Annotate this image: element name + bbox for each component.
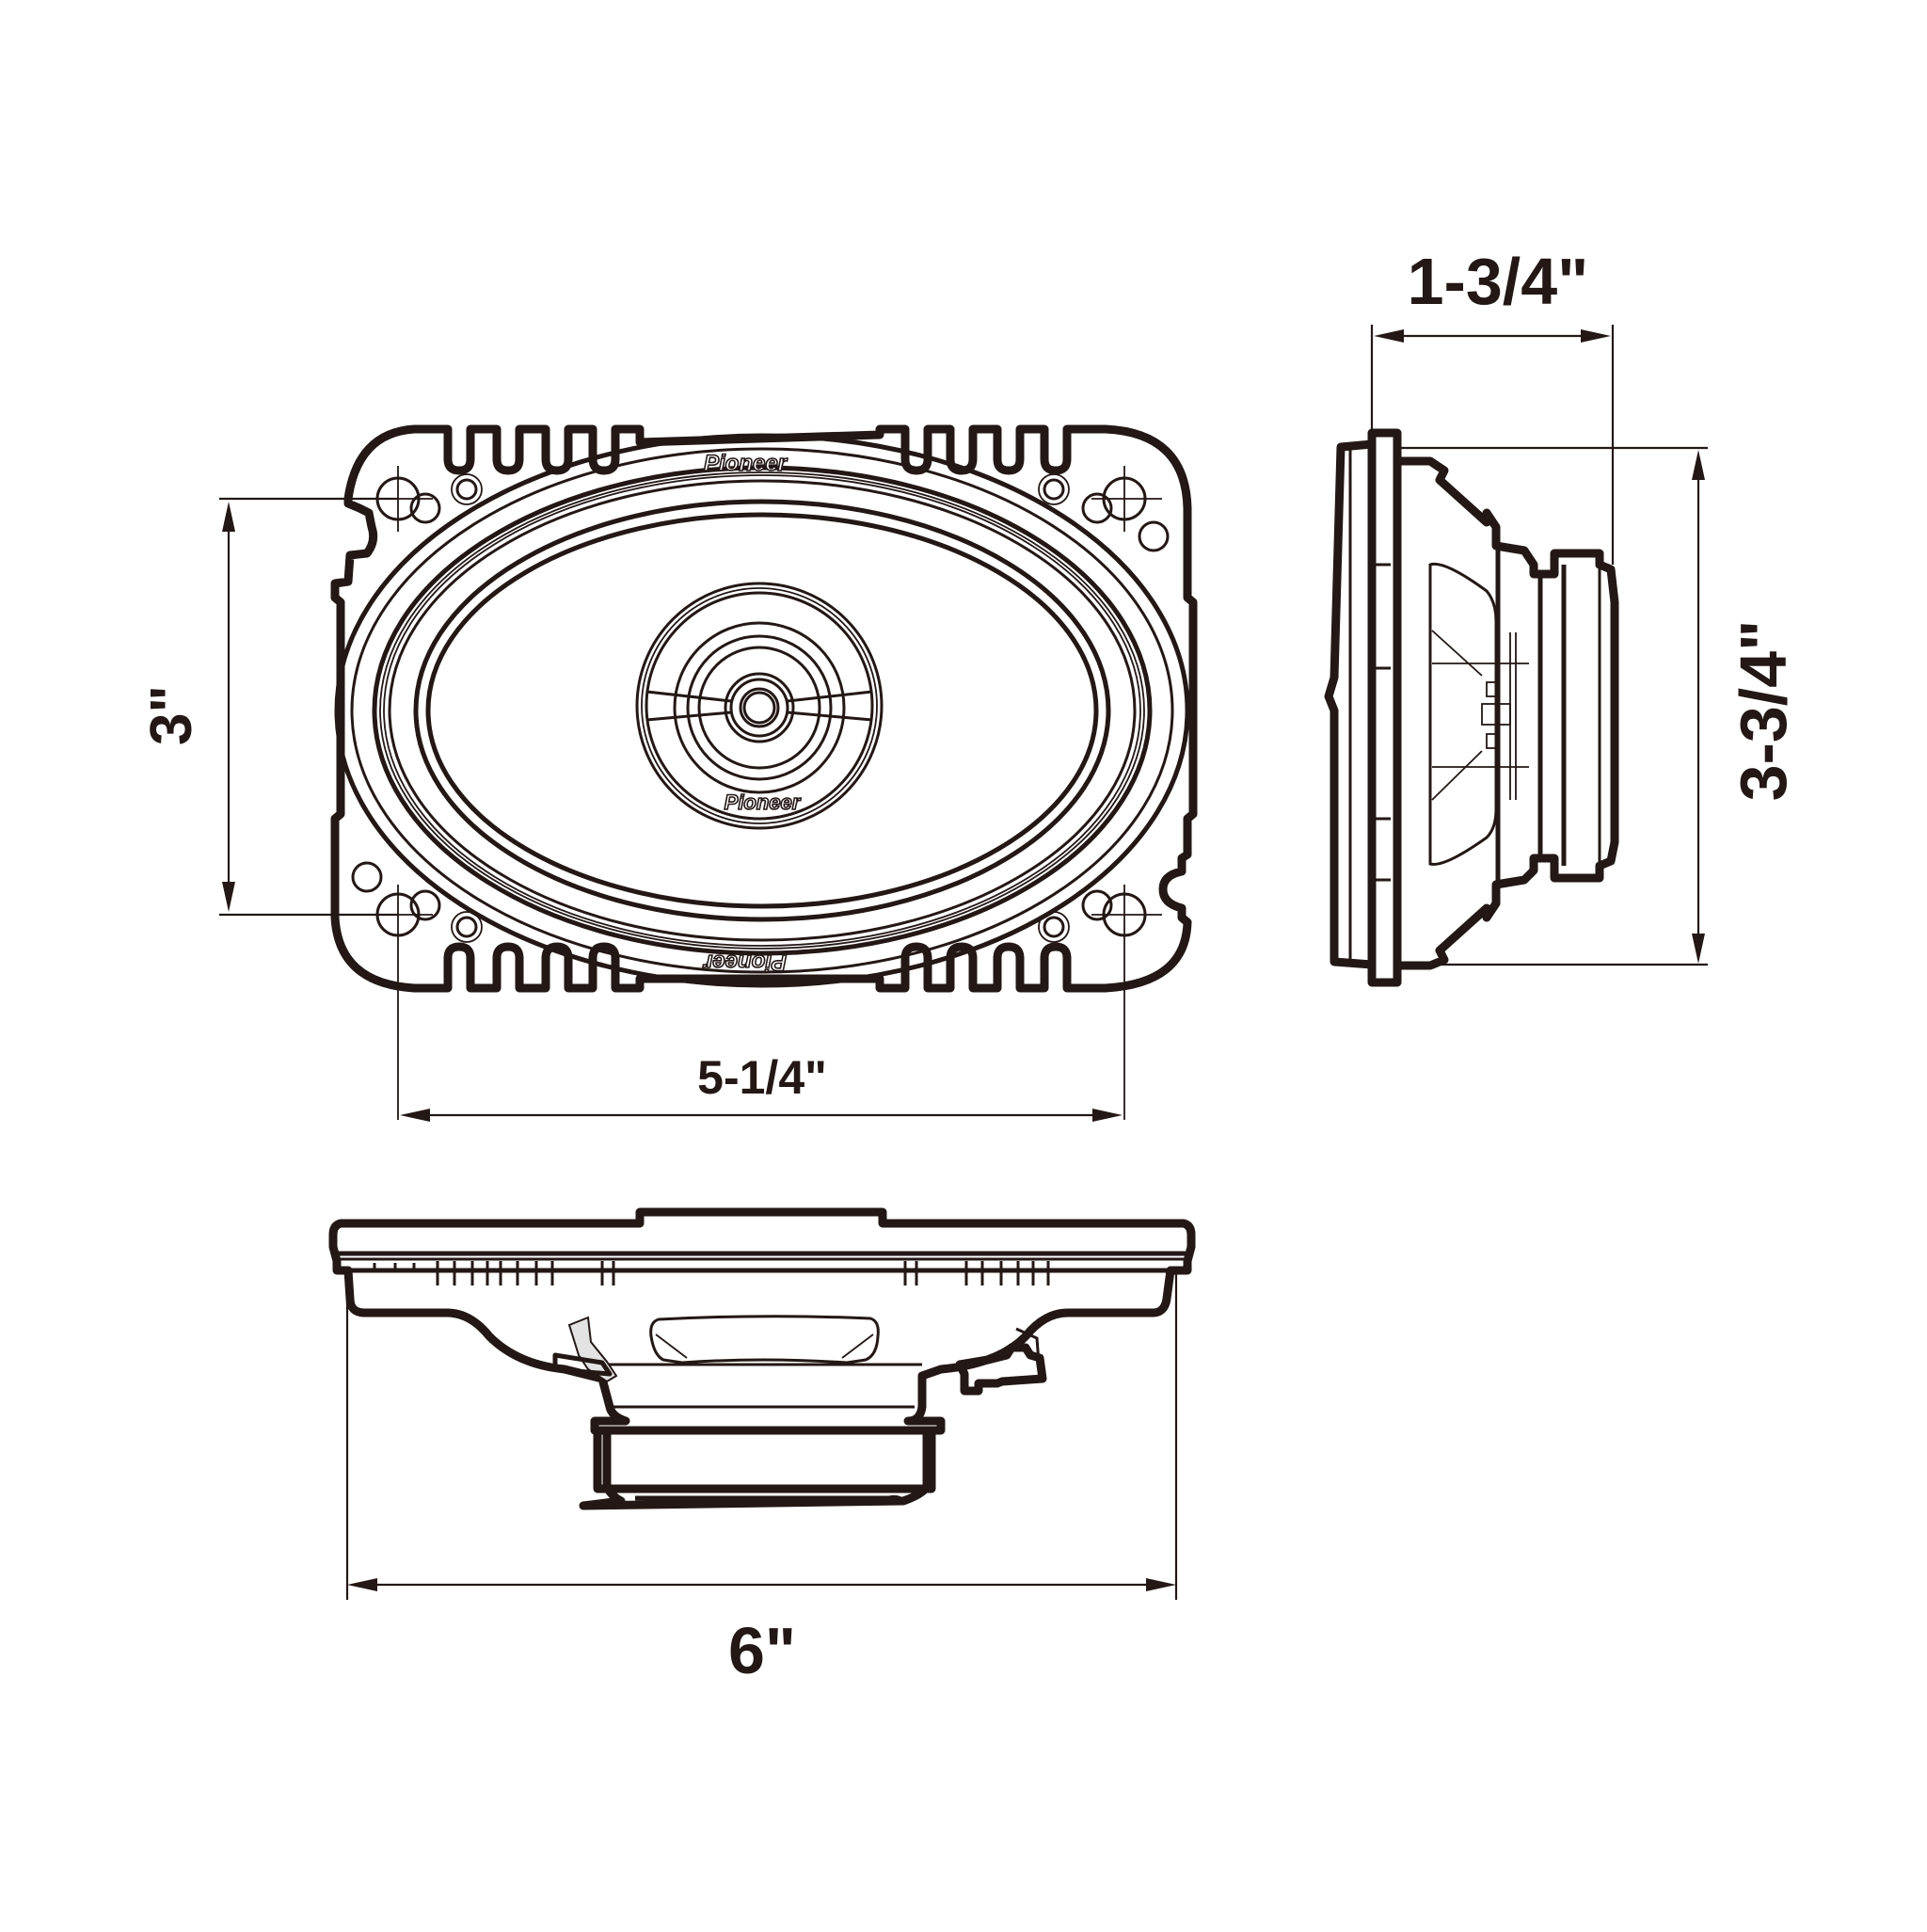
dim-overall-height: 3-3/4" [1727, 620, 1800, 802]
outer-ring-1 [334, 433, 1190, 988]
mounting-hole-bottom-left [351, 861, 483, 943]
bottom-magnet [593, 1426, 936, 1493]
cone-ring-1 [413, 499, 1111, 922]
side-view: 1-3/4" 3-3/4" [1324, 245, 1800, 987]
front-view: Pioneer Pioneer Pioneer [139, 424, 1198, 1122]
bottom-logo: Pioneer [702, 950, 787, 975]
terminal-connector-right [955, 1343, 1047, 1396]
side-front-rim [1367, 428, 1402, 987]
surround-ring-4 [388, 479, 1137, 942]
dim-mounting-depth: 1-3/4" [1408, 245, 1589, 318]
surround-ring-2 [379, 471, 1145, 950]
tweeter: Pioneer [635, 582, 884, 830]
tweeter-logo: Pioneer [725, 790, 802, 814]
bottom-frame [328, 1207, 1196, 1510]
surround-ring-3 [383, 474, 1141, 947]
outer-ring-2 [350, 447, 1174, 974]
top-logo: Pioneer [704, 451, 788, 476]
bottom-window [649, 1315, 880, 1365]
side-terminal-cone [1428, 562, 1498, 866]
surround-ring-1 [372, 465, 1153, 956]
mounting-hole-bottom-right [1038, 889, 1147, 943]
dim-mounting-width: 5-1/4" [697, 1051, 827, 1104]
cone-ring-2 [425, 512, 1099, 909]
dim-overall-width: 6" [728, 1614, 796, 1687]
bottom-view: 6" [328, 1207, 1196, 1687]
dim-mounting-height: 3" [139, 685, 204, 745]
side-basket [1393, 456, 1619, 970]
